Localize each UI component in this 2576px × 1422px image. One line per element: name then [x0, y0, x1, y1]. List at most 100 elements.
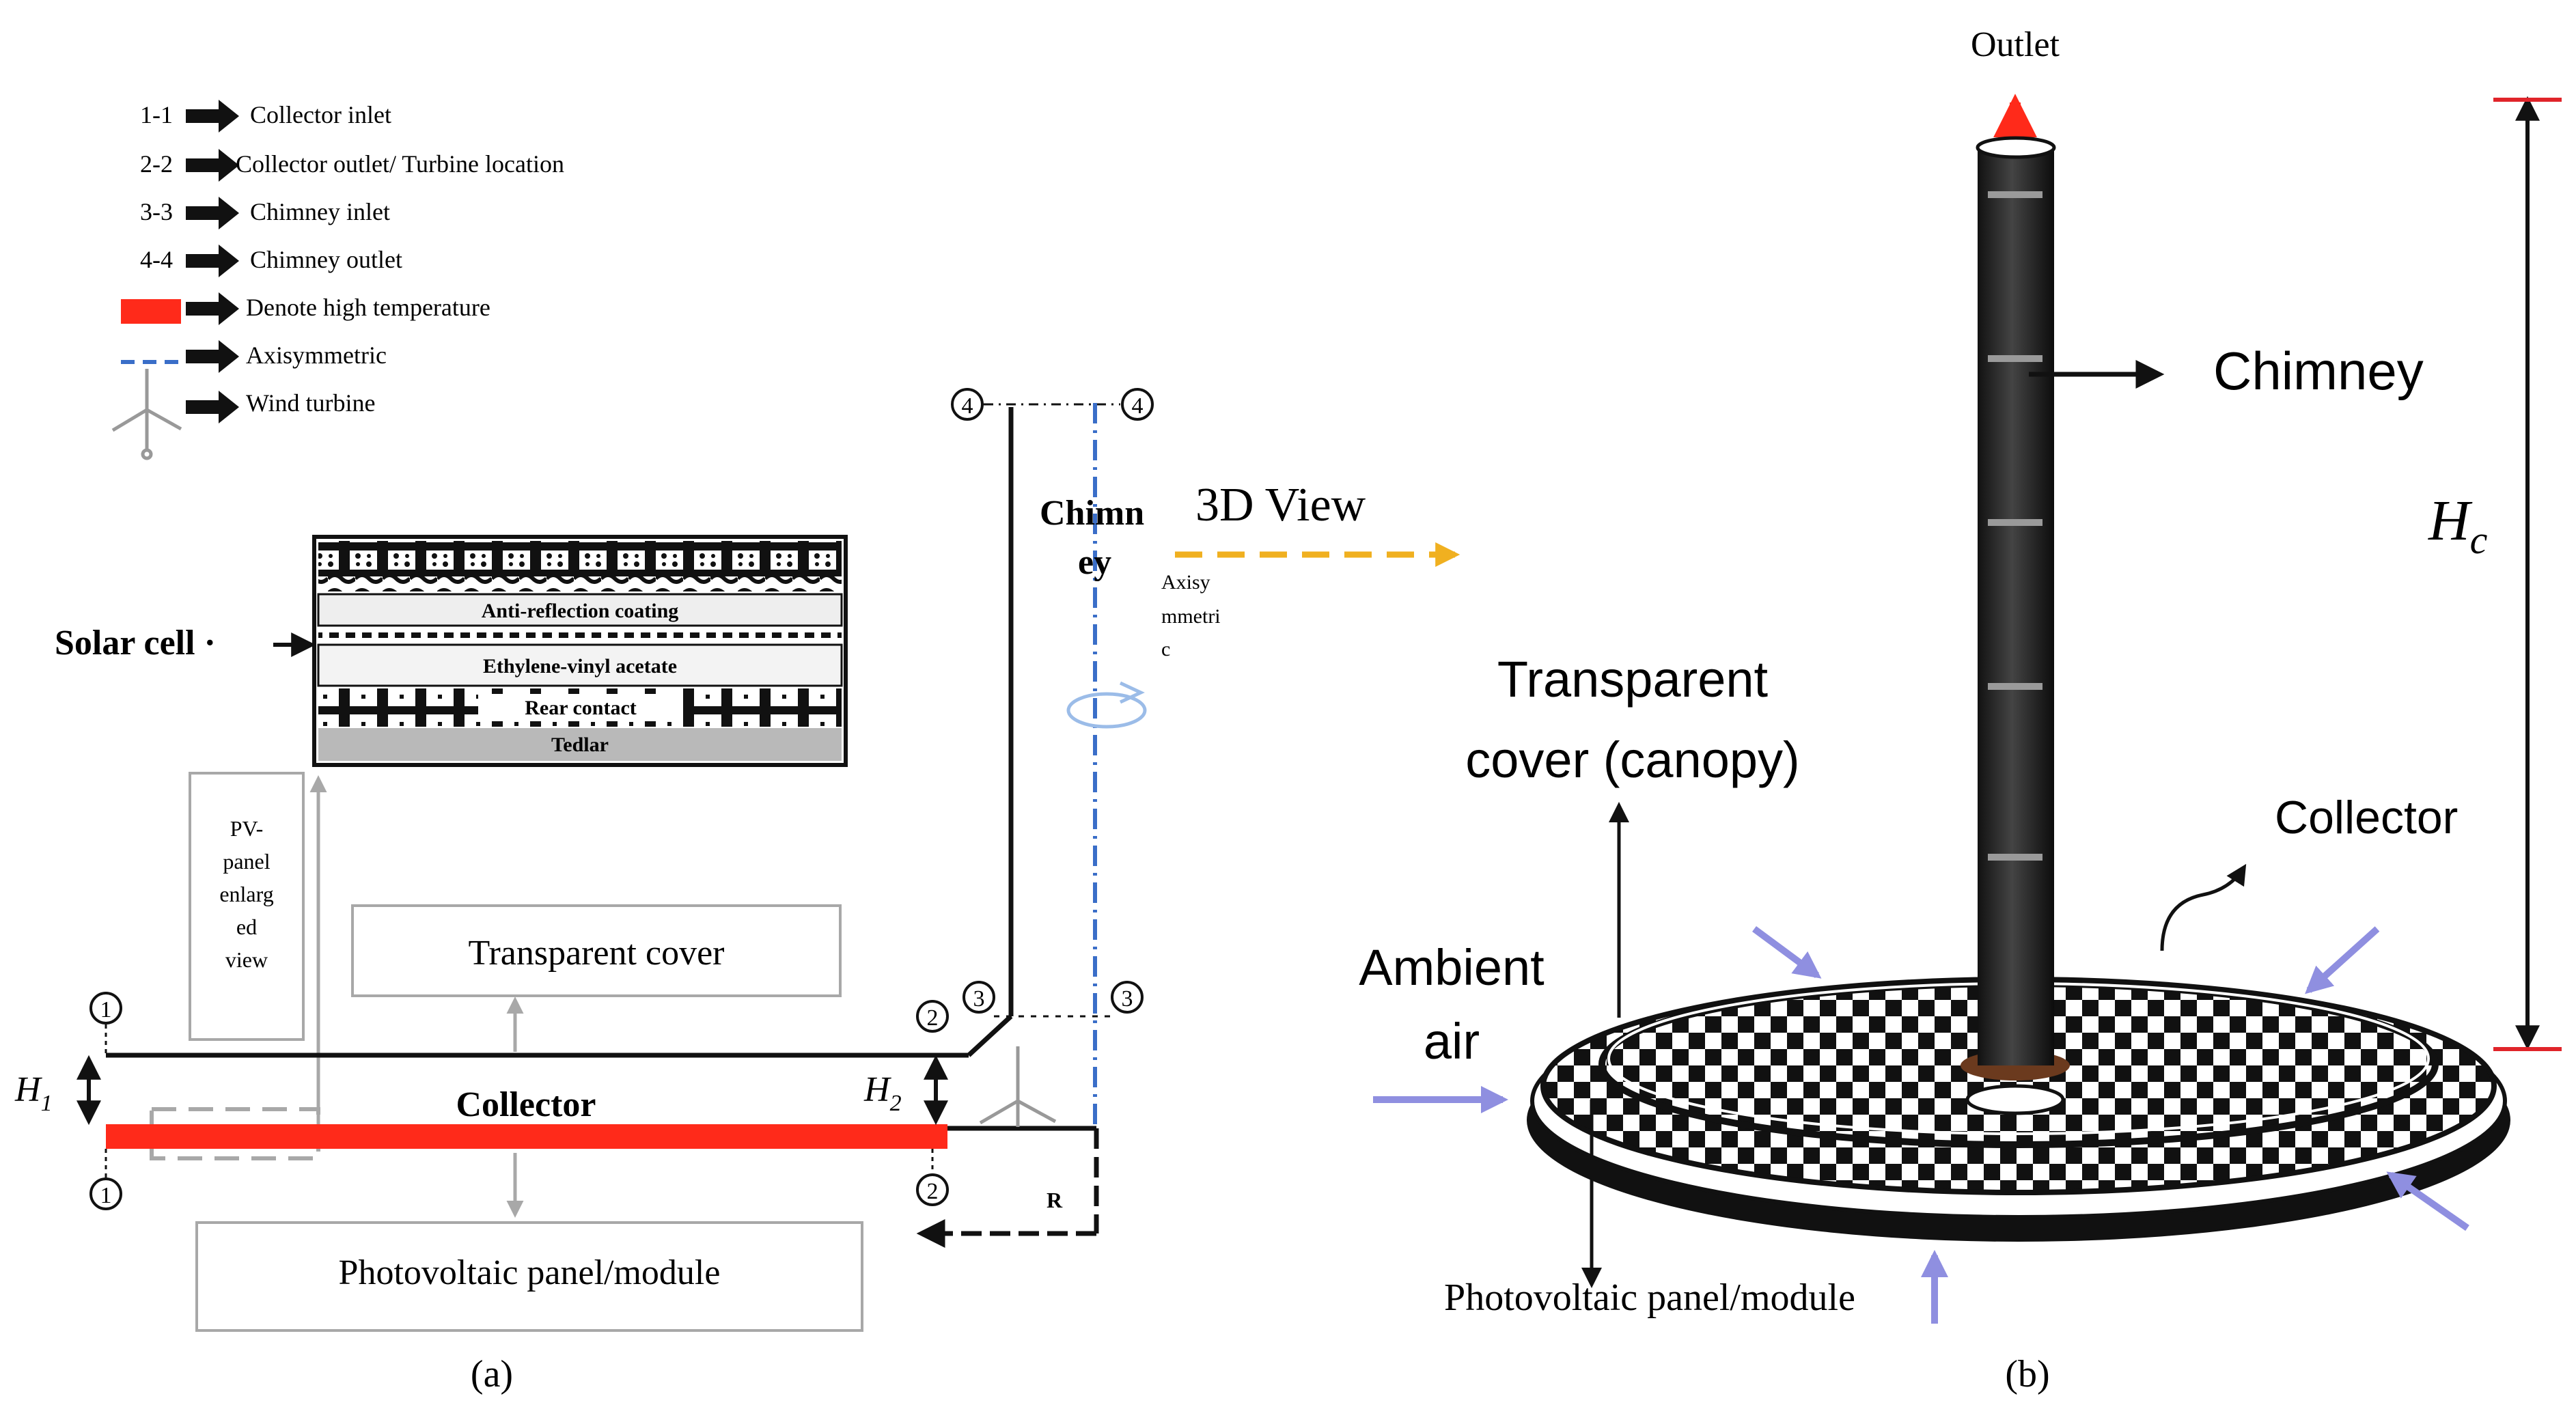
eva-label: Ethylene-vinyl acetate	[483, 655, 677, 678]
rear-contact-label: Rear contact	[525, 697, 637, 719]
photovoltaic-label: Photovoltaic panel/module	[1444, 1277, 1855, 1319]
legend-arrow-icon	[186, 391, 239, 423]
tedlar-label: Tedlar	[551, 734, 609, 756]
svg-text:1: 1	[100, 1183, 112, 1208]
svg-text:4: 4	[962, 393, 973, 419]
station-1-top: 1	[89, 992, 122, 1055]
ambient-label-line-1: Ambient	[1359, 939, 1545, 996]
h1-label: H1	[14, 1070, 53, 1116]
station-3-right: 3	[1111, 981, 1144, 1014]
legend-code: 3-3	[140, 198, 173, 225]
station-2-top: 2	[916, 1000, 949, 1033]
chimney-label: Chimney	[2213, 341, 2424, 401]
axisymmetric-label-line-3: c	[1161, 638, 1170, 660]
legend-label: Wind turbine	[246, 389, 376, 417]
top-cell-layer	[318, 541, 842, 576]
chimney-tower	[1961, 136, 2070, 1115]
photovoltaic-box	[195, 1221, 863, 1332]
station-4-left: 4	[951, 388, 1120, 421]
legend-code: 2-2	[140, 150, 173, 178]
chimney-top-opening	[1976, 136, 2056, 159]
transparent-label-line-2: cover (canopy)	[1465, 731, 1799, 788]
legend-item-3: 3-3 Chimney inlet	[140, 197, 390, 229]
high-temperature-swatch	[121, 299, 181, 324]
station-4-right: 4	[1121, 388, 1154, 421]
collector-chimney-bend	[967, 1014, 1013, 1057]
station-3-left: 3	[962, 981, 1110, 1018]
inflow-arrow-bottom-right	[2386, 1171, 2469, 1231]
transparent-cover-label: Transparent cover	[469, 934, 725, 973]
station-1-bottom: 1	[89, 1149, 122, 1210]
pv-enlarged-line-5: view	[225, 947, 268, 972]
tedlar-layer	[318, 728, 842, 761]
legend-label: Collector inlet	[250, 101, 391, 128]
axisymmetric-label-line-1: Axisy	[1161, 571, 1210, 594]
pv-enlarged-line-4: ed	[236, 915, 257, 939]
collector-pointer-arrow	[2160, 863, 2247, 951]
legend-item-1: 1-1 Collector inlet	[140, 100, 391, 133]
inflow-arrow-top-left	[1752, 925, 1822, 979]
transparent-label-line-1: Transparent	[1497, 651, 1769, 708]
chimney-bottom-opening	[1965, 1084, 2065, 1115]
legend-item-4: 4-4 Chimney outlet	[140, 245, 402, 277]
caption-a: (a)	[471, 1353, 513, 1395]
svg-text:3: 3	[1122, 986, 1133, 1012]
legend-arrow-icon	[186, 340, 239, 373]
legend-arrow-icon	[186, 245, 239, 277]
chimney-label-line-1: Chimn	[1040, 494, 1144, 533]
svg-text:1: 1	[100, 997, 112, 1022]
svg-text:4: 4	[1132, 393, 1144, 419]
wind-turbine-icon	[111, 369, 182, 460]
legend-arrow-icon	[186, 197, 239, 229]
axisymmetric-label-line-2: mmetri	[1161, 605, 1221, 628]
wave-layer	[318, 576, 842, 591]
transparent-cover-box	[351, 904, 842, 997]
pv-enlarged-line-2: panel	[223, 849, 270, 874]
inflow-arrow-top-right	[2305, 926, 2380, 994]
pv-enlarged-box	[189, 772, 305, 1041]
legend-arrow-icon	[186, 149, 239, 182]
chimney-label-line-2: ey	[1078, 543, 1111, 582]
legend-label: Chimney inlet	[250, 198, 390, 225]
legend-label: Chimney outlet	[250, 246, 402, 273]
legend-item-2: 2-2 Collector outlet/ Turbine location	[140, 149, 564, 182]
legend-label: Collector outlet/ Turbine location	[236, 150, 564, 178]
legend-label: Denote high temperature	[246, 294, 490, 321]
rear-contact-label-bg	[478, 694, 683, 721]
radius-label: R	[1047, 1188, 1063, 1212]
pv-enlarged-line-1: PV-	[230, 816, 264, 841]
legend-arrow-icon	[186, 100, 239, 133]
caption-b: (b)	[2005, 1353, 2049, 1395]
chimney-body	[1978, 148, 2054, 1065]
view-3d-label: 3D View	[1195, 479, 1366, 531]
solar-cell-inset: Anti-reflection coating Ethylene-vinyl a…	[312, 535, 848, 767]
collector-label: Collector	[2275, 792, 2458, 844]
legend-item-6: Axisymmetric	[121, 340, 387, 373]
anti-reflection-layer	[317, 593, 843, 627]
legend-arrow-icon	[186, 292, 239, 325]
rotation-arrow-icon	[1066, 681, 1147, 729]
stripe-layer	[318, 628, 842, 642]
station-2-bottom: 2	[916, 1149, 949, 1206]
panel-b: Outlet Chimney Hc Tr	[1359, 25, 2562, 1395]
ambient-label-line-2: air	[1424, 1013, 1480, 1070]
collector-label: Collector	[456, 1085, 596, 1124]
pv-enlarged-line-3: enlarg	[219, 882, 273, 906]
hc-label: Hc	[2428, 489, 2488, 562]
inflow-arrows	[1373, 925, 2469, 1324]
wind-turbine-icon	[979, 1046, 1057, 1127]
svg-text:3: 3	[973, 986, 985, 1012]
svg-text:2: 2	[927, 1005, 939, 1031]
svg-text:2: 2	[927, 1179, 939, 1204]
legend-item-5: Denote high temperature	[121, 292, 490, 325]
photovoltaic-label: Photovoltaic panel/module	[339, 1253, 721, 1292]
legend: 1-1 Collector inlet 2-2 Collector outlet…	[111, 100, 564, 460]
legend-label: Axisymmetric	[246, 341, 387, 369]
h2-label: H2	[863, 1070, 902, 1116]
solar-cell-label: Solar cell ·	[55, 624, 216, 663]
legend-code: 1-1	[140, 101, 173, 128]
eva-layer	[317, 643, 843, 687]
panel-a: Anti-reflection coating Ethylene-vinyl a…	[14, 388, 1460, 1395]
